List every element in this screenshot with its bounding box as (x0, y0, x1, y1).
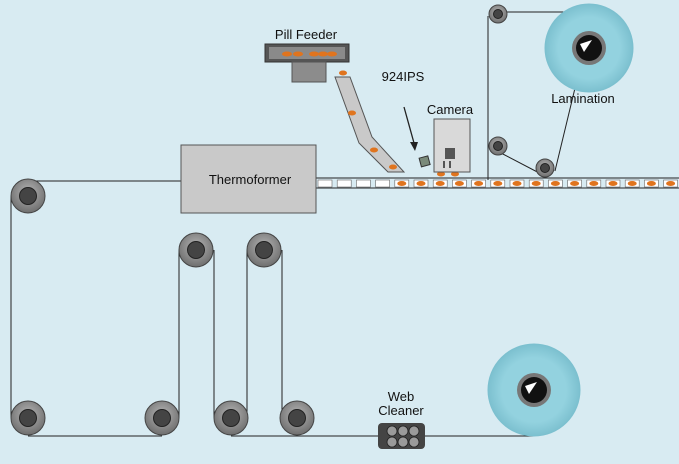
roller (144, 400, 180, 436)
supply-roll (487, 343, 581, 437)
blister-pocket (356, 179, 371, 188)
blister-pocket (375, 179, 390, 188)
pill (512, 181, 522, 186)
pill (416, 181, 426, 186)
pill (437, 171, 445, 177)
roller (279, 400, 315, 436)
lamination-label: Lamination (551, 91, 615, 106)
roller (10, 178, 46, 214)
roller (10, 400, 46, 436)
roller (488, 136, 508, 156)
roller (178, 232, 214, 268)
roller (535, 158, 555, 178)
sensor-label: 924IPS (382, 69, 425, 84)
lamination-roll: Lamination (544, 3, 634, 106)
pill (589, 181, 599, 186)
pill (666, 181, 676, 186)
blister-pocket (317, 179, 333, 188)
pill (474, 181, 484, 186)
pill-feeder: Pill Feeder (264, 27, 350, 83)
blister-pocket (336, 179, 352, 188)
web-cleaner-label-line1: Web (388, 389, 415, 404)
rollers (10, 4, 555, 436)
feed-chute (334, 76, 406, 173)
pill (627, 181, 637, 186)
sensor-924ips: 924IPS (382, 69, 431, 168)
pill (608, 181, 618, 186)
pill (493, 181, 503, 186)
feeder-pills (282, 51, 337, 57)
pill (451, 171, 459, 177)
pill (435, 181, 445, 186)
pill-feeder-label: Pill Feeder (275, 27, 338, 42)
roller (246, 232, 282, 268)
pill (397, 181, 407, 186)
blister-tape (316, 171, 679, 189)
pill (570, 181, 580, 186)
pill (531, 181, 541, 186)
thermoformer-label: Thermoformer (209, 172, 292, 187)
web-cleaner-label-line2: Cleaner (378, 403, 424, 418)
camera-label: Camera (427, 102, 474, 117)
blister-pockets (317, 171, 678, 188)
thermoformer-machine: Thermoformer (180, 144, 317, 214)
roller (488, 4, 508, 24)
pill (454, 181, 464, 186)
pill (550, 181, 560, 186)
camera: Camera (427, 102, 474, 173)
web-cleaner: Web Cleaner (378, 389, 425, 449)
roller (213, 400, 249, 436)
pill (646, 181, 656, 186)
